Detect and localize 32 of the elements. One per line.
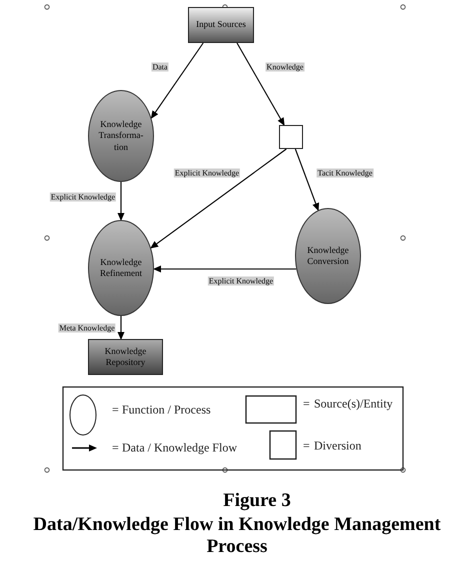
arrow	[153, 266, 296, 272]
arrow	[150, 42, 204, 119]
node-label: Input Sources	[195, 19, 247, 31]
node-label: Knowledge Repository	[104, 346, 148, 368]
equals-sign: =	[112, 440, 119, 456]
arrow	[236, 42, 285, 126]
figure-number: Figure 3	[222, 490, 292, 512]
edge-label: Knowledge	[266, 62, 304, 72]
arrow	[294, 148, 320, 212]
node-label: Knowledge Conversion	[306, 244, 350, 268]
node-label: Knowledge Transforma- tion	[98, 119, 144, 153]
equals-sign: =	[112, 402, 119, 418]
legend-label: Function / Process	[122, 402, 211, 418]
equals-sign: =	[303, 396, 310, 412]
repository-box	[88, 339, 163, 375]
edge-label: Explicit Knowledge	[50, 192, 116, 202]
legend-label: Diversion	[314, 438, 362, 454]
diversion-box	[279, 125, 303, 149]
arrow	[118, 182, 124, 221]
edge-label: Explicit Knowledge	[208, 276, 274, 286]
node-label: Knowledge Refinement	[99, 256, 143, 280]
source-box	[188, 7, 254, 43]
figure-caption: Data/Knowledge Flow in Knowledge Management Process	[32, 514, 442, 558]
legend-label: Data / Knowledge Flow	[122, 440, 237, 456]
edge-label: Explicit Knowledge	[174, 168, 240, 178]
legend-label: Source(s)/Entity	[314, 396, 393, 412]
edge-label: Tacit Knowledge	[316, 168, 374, 178]
equals-sign: =	[303, 438, 310, 454]
edge-label: Meta Knowledge	[58, 324, 116, 332]
arrow	[150, 148, 287, 249]
arrow	[118, 316, 124, 340]
edge-label: Data	[151, 62, 169, 72]
